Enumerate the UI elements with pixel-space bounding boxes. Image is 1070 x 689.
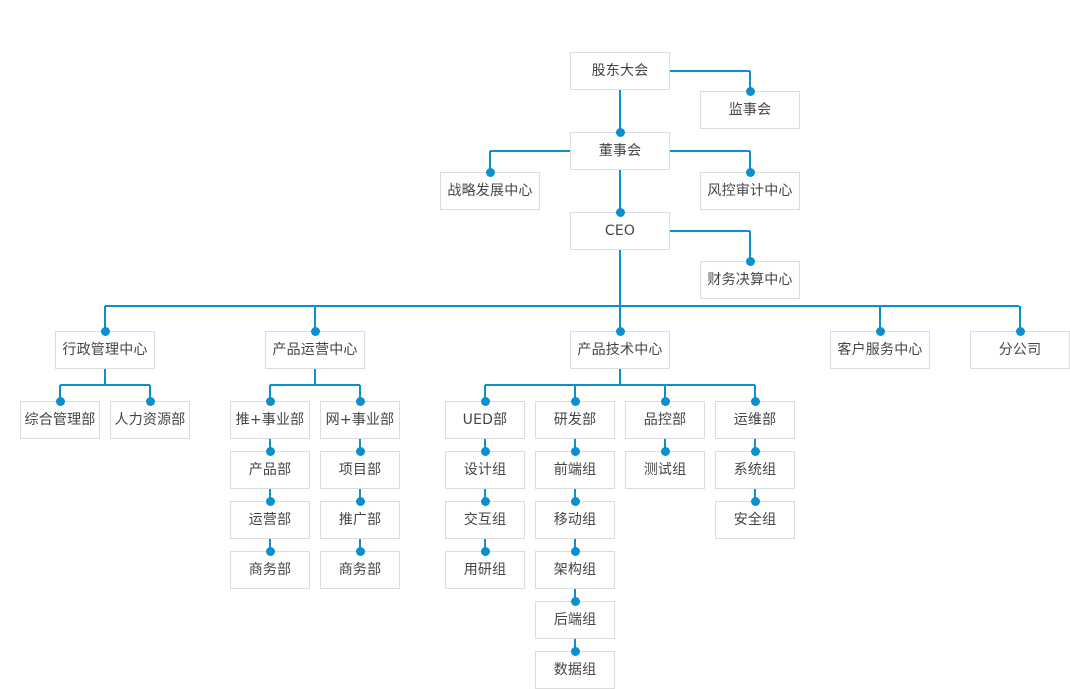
org-node[interactable]: 测试组 — [625, 451, 705, 489]
org-node[interactable]: 安全组 — [715, 501, 795, 539]
org-node[interactable]: 用研组 — [445, 551, 525, 589]
org-node[interactable]: CEO — [570, 212, 670, 250]
org-node[interactable]: 监事会 — [700, 91, 800, 129]
org-node[interactable]: 交互组 — [445, 501, 525, 539]
org-node[interactable]: 财务决算中心 — [700, 261, 800, 299]
org-node[interactable]: 研发部 — [535, 401, 615, 439]
org-node[interactable]: 人力资源部 — [110, 401, 190, 439]
org-node[interactable]: 商务部 — [230, 551, 310, 589]
org-node[interactable]: 产品运营中心 — [265, 331, 365, 369]
org-node[interactable]: 架构组 — [535, 551, 615, 589]
org-node[interactable]: 品控部 — [625, 401, 705, 439]
org-node[interactable]: 项目部 — [320, 451, 400, 489]
org-node[interactable]: 推广部 — [320, 501, 400, 539]
org-node[interactable]: 综合管理部 — [20, 401, 100, 439]
org-node[interactable]: 数据组 — [535, 651, 615, 689]
org-node[interactable]: 产品部 — [230, 451, 310, 489]
org-node[interactable]: 前端组 — [535, 451, 615, 489]
org-node[interactable]: 网+事业部 — [320, 401, 400, 439]
org-node[interactable]: 商务部 — [320, 551, 400, 589]
org-node[interactable]: 移动组 — [535, 501, 615, 539]
org-node[interactable]: 行政管理中心 — [55, 331, 155, 369]
org-node[interactable]: 分公司 — [970, 331, 1070, 369]
org-node[interactable]: 运维部 — [715, 401, 795, 439]
org-node[interactable]: 后端组 — [535, 601, 615, 639]
org-node[interactable]: 风控审计中心 — [700, 172, 800, 210]
org-node[interactable]: 推+事业部 — [230, 401, 310, 439]
org-node[interactable]: 客户服务中心 — [830, 331, 930, 369]
org-node[interactable]: UED部 — [445, 401, 525, 439]
org-node[interactable]: 董事会 — [570, 132, 670, 170]
org-node[interactable]: 运营部 — [230, 501, 310, 539]
org-node[interactable]: 战略发展中心 — [440, 172, 540, 210]
org-node[interactable]: 系统组 — [715, 451, 795, 489]
org-node[interactable]: 设计组 — [445, 451, 525, 489]
org-node[interactable]: 股东大会 — [570, 52, 670, 90]
org-node[interactable]: 产品技术中心 — [570, 331, 670, 369]
